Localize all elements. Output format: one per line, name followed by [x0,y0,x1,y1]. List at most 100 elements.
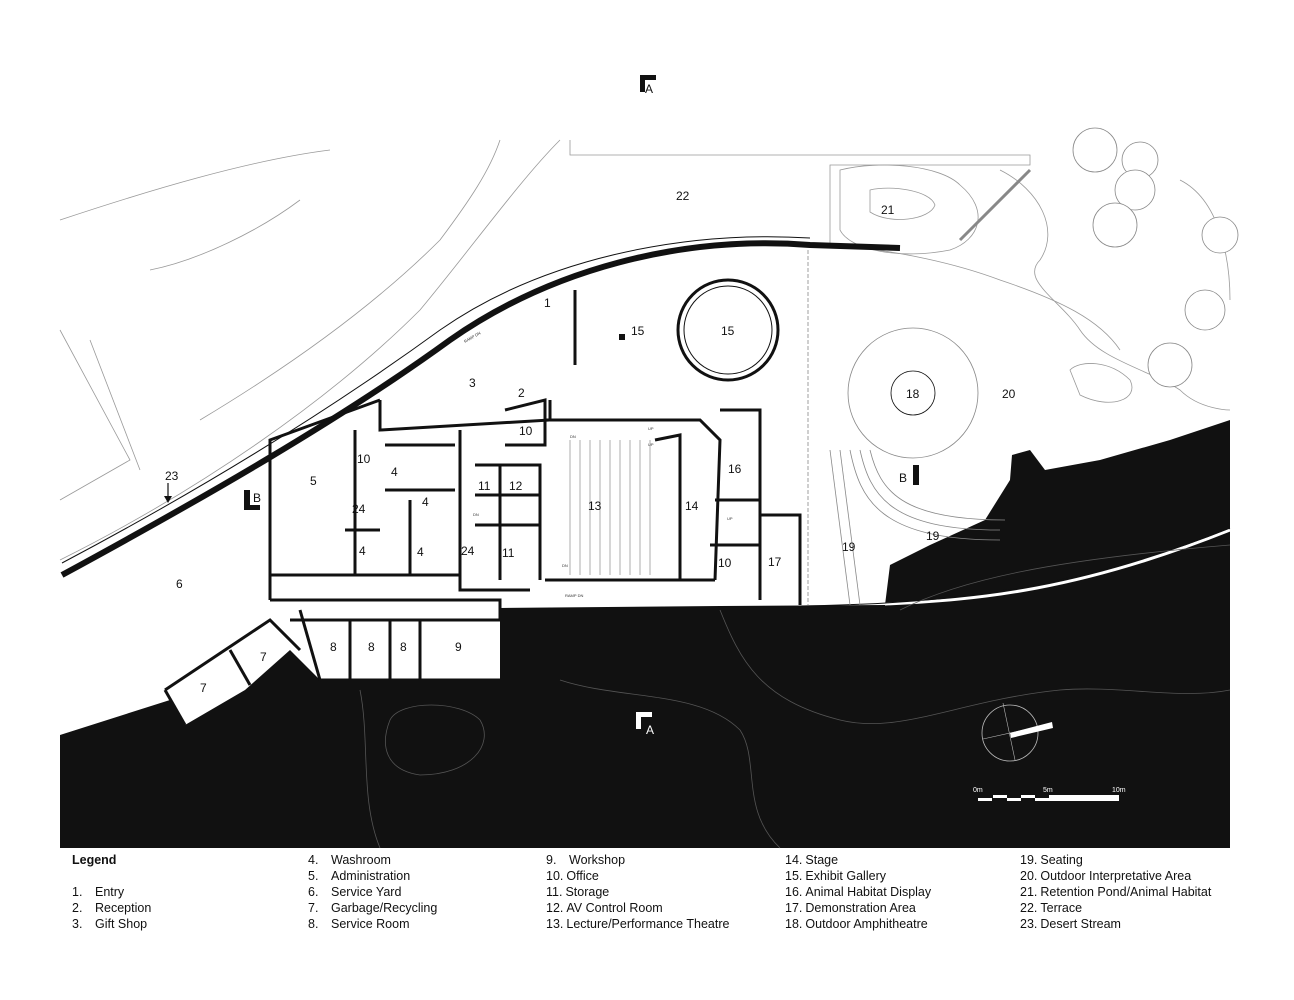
legend-item-label: Animal Habitat Display [805,885,932,899]
legend-item-number: 14. [785,853,803,867]
legend-item-label: Outdoor Amphitheatre [805,917,928,931]
legend-item: 3.Gift Shop [72,917,147,931]
legend-item: 19.Seating [1020,853,1083,867]
room-10: 10 [718,556,732,570]
room-12: 12 [509,479,523,493]
room-8: 8 [368,640,375,654]
room-24: 24 [461,544,475,558]
legend-item-label: Service Yard [331,885,402,899]
building [163,290,802,726]
legend-item-number: 4. [308,853,319,867]
stair-label: UP [648,426,654,431]
room-17: 17 [768,555,782,569]
room-15: 15 [631,324,645,338]
legend-item: 6. Service Yard [308,885,401,899]
legend-item-label: Stage [805,853,839,867]
room-3: 3 [469,376,476,390]
legend-item-number: 13. [546,917,564,931]
legend-item-number: 18. [785,917,803,931]
room-19: 19 [926,529,940,543]
legend-item: 16.Animal Habitat Display [785,885,931,899]
legend-item: 5.Administration [308,869,410,883]
room-4: 4 [417,545,424,559]
svg-text:A: A [645,82,653,96]
svg-text:5m: 5m [1043,787,1053,794]
svg-text:B: B [253,491,261,505]
stair-label: DN [570,434,576,439]
legend-item-label: Office [566,869,599,883]
section-mark-b-left: B [244,490,261,510]
room-4: 4 [391,465,398,479]
section-mark-a-top: A [640,75,656,96]
room-5: 5 [310,474,317,488]
room-2: 2 [518,386,525,400]
room-11: 11 [478,479,491,493]
ramp-label: RAMP DN [565,593,583,598]
legend-item-number: 15. [785,869,803,883]
legend-item-number: 11. [546,885,563,899]
legend-item: 13.Lecture/Performance Theatre [546,917,729,931]
room-7: 7 [200,681,207,695]
legend-item: 17.Demonstration Area [785,901,916,915]
legend-item-number: 19. [1020,853,1038,867]
legend-item-number: 6. [308,885,319,899]
legend-item-label: Exhibit Gallery [805,869,886,883]
legend-item-number: 5. [308,869,319,883]
legend-item-label: Terrace [1040,901,1083,915]
section-mark-a-bottom: A [636,712,654,737]
contours [359,544,1231,849]
legend-item: 11.Storage [546,885,609,899]
legend-item-number: 12. [546,901,564,915]
room-16: 16 [728,462,742,476]
legend-item: 18.Outdoor Amphitheatre [785,917,928,931]
room-10: 10 [357,452,371,466]
legend-item-number: 17. [785,901,803,915]
room-15: 15 [721,324,735,338]
legend-item-label: Reception [95,901,152,915]
legend-item-label: Washroom [331,853,391,867]
legend-item: 21.Retention Pond/Animal Habitat [1020,885,1211,899]
legend-item-label: Seating [1040,853,1083,867]
legend-item: 12.AV Control Room [546,901,663,915]
theatre-seating [569,440,651,575]
path-curve [884,528,1231,606]
legend-item-label: Outdoor Interpretative Area [1040,869,1192,883]
room-9: 9 [455,640,462,654]
room-21: 21 [881,203,895,217]
room-22: 22 [676,189,690,203]
legend-item: 22.Terrace [1020,901,1082,915]
legend-item-label: Entry [95,885,125,899]
room-20: 20 [1002,387,1016,401]
room-1: 1 [544,296,551,310]
legend-item-number: 8. [308,917,319,931]
stair-label: UP [648,442,654,447]
room-10: 10 [519,424,533,438]
legend-item-number: 16. [785,885,803,899]
outer-wall [60,240,901,578]
scale-bar: 0m 5m 10m [973,787,1126,801]
legend-item-number: 2. [72,901,83,915]
legend-item-label: Desert Stream [1040,917,1121,931]
legend-item-number: 7. [308,901,319,915]
room-14: 14 [685,499,699,513]
legend-item-label: AV Control Room [566,901,663,915]
legend-item-label: Gift Shop [95,917,148,931]
room-4: 4 [422,495,429,509]
room-23: 23 [165,469,179,483]
legend-item-label: Retention Pond/Animal Habitat [1040,885,1212,899]
gallery-ring [676,278,780,382]
legend-item-label: Garbage/Recycling [331,901,438,915]
room-4: 4 [359,544,366,558]
room-labels: 1 2 3 4 4 4 4 5 6 7 7 8 8 8 9 10 10 10 1… [165,189,1016,695]
legend-item-number: 21. [1020,885,1038,899]
legend-item: 20.Outdoor Interpretative Area [1020,869,1191,883]
svg-text:B: B [899,471,907,485]
legend-item: 2. Reception [72,901,151,915]
legend-item-number: 9. [546,853,557,867]
legend-item-label: Service Room [331,917,410,931]
legend-item-label: Workshop [569,853,626,867]
ground-mass [60,420,1230,848]
legend-item: 1.Entry [72,885,124,899]
legend-item-label: Storage [565,885,610,899]
